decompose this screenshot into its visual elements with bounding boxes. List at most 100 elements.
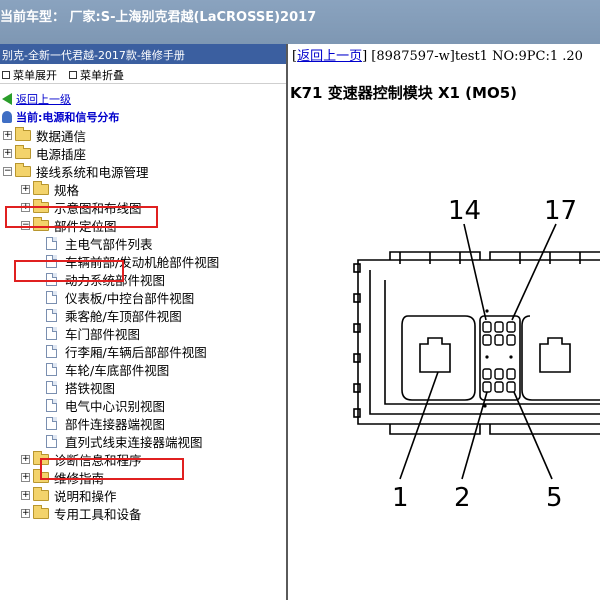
tree-item-label: 接线系统和电源管理 [36, 164, 149, 180]
collapse-menu-button[interactable]: 菜单折叠 [69, 67, 124, 83]
document-icon [46, 380, 57, 394]
folder-icon [15, 126, 31, 141]
expand-toggle-icon[interactable]: + [21, 183, 30, 194]
tree-item-label: 诊断信息和程序 [54, 452, 142, 468]
folder-icon [33, 504, 49, 519]
callout-5: 5 [546, 483, 563, 513]
collapse-toggle-icon[interactable]: − [3, 165, 12, 176]
callout-leader-5 [513, 391, 553, 480]
callout-leader-2 [461, 391, 488, 480]
connector-outer-shell [357, 259, 600, 425]
tree-item-door-view[interactable]: 车门部件视图 [0, 324, 286, 342]
document-icon [46, 290, 57, 304]
highlight-component-locator [14, 260, 124, 282]
tree-item-trunk-rear-view[interactable]: 行李厢/车辆后部部件视图 [0, 342, 286, 360]
collapse-menu-label: 菜单折叠 [80, 69, 124, 82]
callout-2: 2 [454, 483, 471, 513]
folder-icon [15, 144, 31, 159]
tree-item-inline-harness-view[interactable]: 直列式线束连接器端视图 [0, 432, 286, 450]
expand-toggle-icon[interactable]: + [3, 147, 12, 158]
tree-item-wiring-power[interactable]: − 接线系统和电源管理 [0, 162, 286, 180]
back-page-link[interactable]: 返回上一页 [297, 49, 363, 64]
tree-item-label: 数据通信 [36, 128, 87, 144]
navigation-pane: 别克-全新一代君越-2017款-维修手册 菜单展开 菜单折叠 返回上一级 当前:… [0, 44, 288, 600]
connector-end-view-diagram: 14 17 1 2 5 [353, 196, 600, 513]
tree-item-main-parts-list[interactable]: 主电气部件列表 [0, 234, 286, 252]
callout-leader-17 [511, 223, 557, 321]
highlight-connector-end-view [40, 458, 184, 480]
open-folder-icon [15, 162, 31, 177]
tree-item-specs[interactable]: + 规格 [0, 180, 286, 198]
collapse-toggle-icon[interactable]: − [21, 219, 30, 230]
pin-block [479, 315, 521, 401]
highlight-wiring-power [5, 206, 158, 228]
tree-item-label: 搭铁视图 [65, 380, 116, 396]
window-title-bar: 当前车型： 厂家:S-上海别克君越(LaCROSSE)2017 [0, 0, 600, 44]
folder-icon [33, 486, 49, 501]
right-cavity [521, 315, 600, 401]
callout-leader-14 [463, 223, 487, 321]
back-to-parent-link[interactable]: 返回上一级 [16, 93, 71, 106]
tree-item-special-tools[interactable]: + 专用工具和设备 [0, 504, 286, 522]
expand-toggle-icon[interactable]: + [21, 489, 30, 500]
tree-item-wheel-under-view[interactable]: 车轮/车底部件视图 [0, 360, 286, 378]
location-icon [2, 111, 12, 123]
expand-menu-label: 菜单展开 [13, 69, 57, 82]
tree-item-label: 说明和操作 [54, 488, 117, 504]
document-icon [46, 272, 57, 286]
expand-menu-button[interactable]: 菜单展开 [2, 67, 57, 83]
left-cavity [401, 315, 476, 401]
tree-item-connector-end-view[interactable]: 部件连接器端视图 [0, 414, 286, 432]
tree-item-label: 车辆前部/发动机舱部件视图 [65, 254, 220, 270]
tree-item-instructions[interactable]: + 说明和操作 [0, 486, 286, 504]
callout-leader-1 [399, 371, 439, 480]
tree-item-data-comm[interactable]: + 数据通信 [0, 126, 286, 144]
document-icon [46, 434, 57, 448]
document-icon [46, 398, 57, 412]
tree-item-ground-view[interactable]: 搭铁视图 [0, 378, 286, 396]
expand-toggle-icon[interactable]: + [21, 471, 30, 482]
tree-item-elec-center-id[interactable]: 电气中心识别视图 [0, 396, 286, 414]
tree-item-label: 车门部件视图 [65, 326, 141, 342]
document-icon [46, 326, 57, 340]
manual-tree: 返回上一级 当前:电源和信号分布 + 数据通信 + 电源插座 − 接线系统和电源… [0, 84, 286, 522]
expand-icon [2, 71, 10, 79]
tree-item-power-socket[interactable]: + 电源插座 [0, 144, 286, 162]
content-pane: [返回上一页] [8987597-w]test1 NO:9PC:1 .20 K7… [290, 44, 600, 600]
tree-item-label: 电气中心识别视图 [65, 398, 166, 414]
document-icon [46, 308, 57, 322]
back-arrow-icon [2, 93, 12, 105]
tree-item-label: 行李厢/车辆后部部件视图 [65, 344, 207, 360]
left-terminal [419, 337, 451, 373]
page-info: [8987597-w]test1 NO:9PC:1 .20 [367, 49, 583, 64]
document-icon [46, 344, 57, 358]
tree-item-dash-console-view[interactable]: 仪表板/中控台部件视图 [0, 288, 286, 306]
expand-toggle-icon[interactable]: + [3, 129, 12, 140]
tree-item-label: 规格 [54, 182, 80, 198]
tree-item-label: 乘客舱/车顶部件视图 [65, 308, 182, 324]
menu-toolbar: 菜单展开 菜单折叠 [0, 64, 286, 84]
tree-item-label: 电源插座 [36, 146, 87, 162]
current-path: 当前:电源和信号分布 [16, 111, 120, 124]
callout-1: 1 [392, 483, 409, 513]
folder-icon [33, 180, 49, 195]
tree-item-label: 仪表板/中控台部件视图 [65, 290, 195, 306]
tree-item-label: 示意图和布线图 [54, 200, 142, 216]
document-icon [46, 236, 57, 250]
collapse-icon [69, 71, 77, 79]
manual-header: 别克-全新一代君越-2017款-维修手册 [0, 44, 286, 64]
document-icon [46, 416, 57, 430]
tree-item-label: 车轮/车底部件视图 [65, 362, 170, 378]
tree-item-label: 主电气部件列表 [65, 236, 153, 252]
tree-item-cabin-roof-view[interactable]: 乘客舱/车顶部件视图 [0, 306, 286, 324]
page-nav: [返回上一页] [8987597-w]test1 NO:9PC:1 .20 [292, 49, 583, 64]
window-title: 当前车型： 厂家:S-上海别克君越(LaCROSSE)2017 [0, 10, 317, 25]
callout-14: 14 [448, 196, 481, 226]
tree-item-label: 部件连接器端视图 [65, 416, 166, 432]
callout-17: 17 [544, 196, 577, 226]
document-icon [46, 362, 57, 376]
tree-item-label: 直列式线束连接器端视图 [65, 434, 203, 450]
expand-toggle-icon[interactable]: + [21, 507, 30, 518]
page-title: K71 变速器控制模块 X1 (MO5) [290, 84, 517, 102]
expand-toggle-icon[interactable]: + [21, 453, 30, 464]
